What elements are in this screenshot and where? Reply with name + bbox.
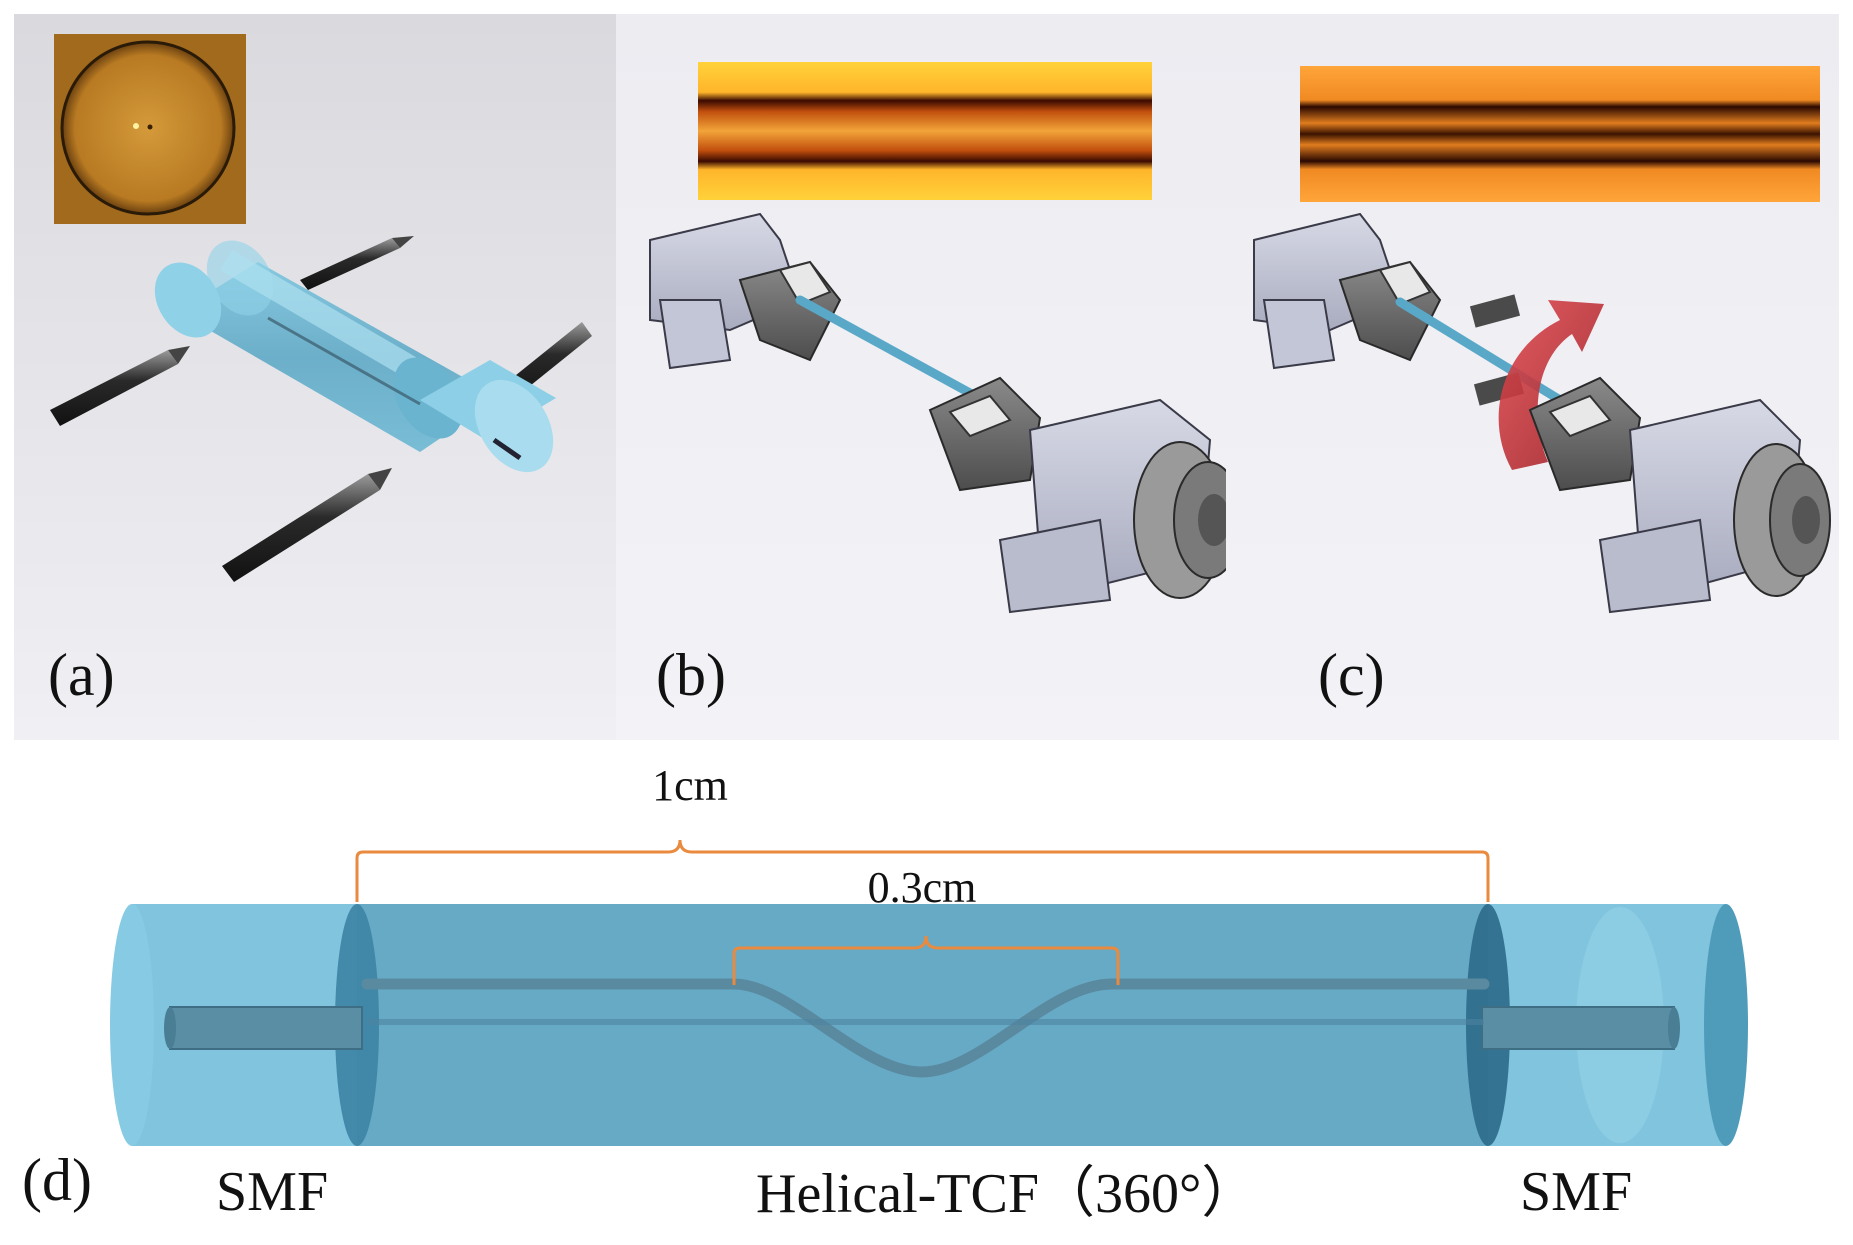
- smf-left: [164, 1006, 363, 1050]
- panel-a: (a): [14, 14, 616, 740]
- dimension-bracket-outer: [355, 839, 1490, 902]
- panel-d: 1cm 0.3cm (d) SMF Helical-TCF（360°） SMF: [22, 761, 1748, 1225]
- fiber-holder-left-c: [1253, 212, 1442, 370]
- fiber-side-micrograph-c: [1300, 66, 1820, 202]
- panel-c: (c): [1226, 14, 1839, 740]
- fiber-side-micrograph-b: [698, 62, 1152, 200]
- smf-right: [1481, 1006, 1680, 1050]
- fiber-holder-right-rotator-c: [1528, 376, 1831, 614]
- dimension-label-outer: 1cm: [652, 761, 728, 810]
- helical-tcf-core-upper: [361, 978, 1490, 1078]
- panel-d-label: (d): [22, 1147, 92, 1213]
- fiber-label-helical-tcf: Helical-TCF（360°）: [756, 1163, 1257, 1225]
- fiber-label-smf-left: SMF: [216, 1161, 328, 1223]
- dimension-bracket-inner: [732, 935, 1120, 985]
- panel-b: (b): [616, 14, 1243, 740]
- fiber-label-smf-right: SMF: [1520, 1161, 1632, 1223]
- fiber-cylinder-model: [154, 240, 556, 473]
- twist-arrow: [1498, 300, 1604, 470]
- panel-c-label: (c): [1318, 642, 1385, 708]
- dimension-label-inner: 0.3cm: [868, 863, 977, 912]
- fiber-holder-right-rotator-b: [928, 376, 1243, 614]
- panel-b-label: (b): [656, 642, 726, 708]
- endface-micrograph: [54, 34, 246, 224]
- panel-a-label: (a): [48, 642, 115, 708]
- fiber-holder-left-b: [649, 212, 842, 370]
- fiber-b: [795, 295, 995, 409]
